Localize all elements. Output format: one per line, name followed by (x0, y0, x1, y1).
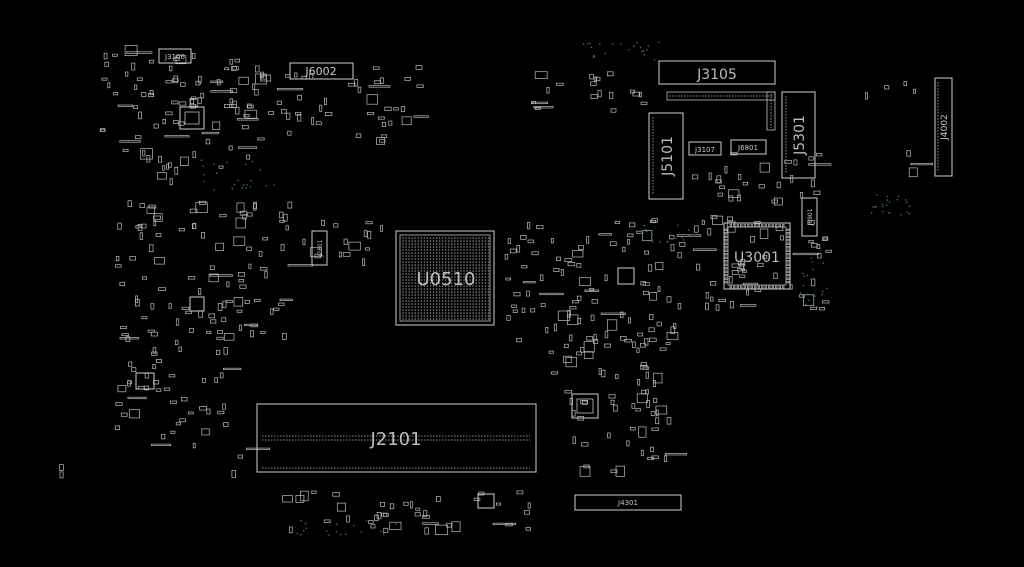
connector-j6801[interactable]: J6801 (730, 139, 767, 155)
label-j5301: J5301 (792, 115, 808, 156)
label-j6801: J6801 (737, 144, 758, 152)
label-j3105: J3105 (696, 67, 737, 83)
label-j4002: J4002 (940, 114, 950, 141)
label-j2801: J2801 (317, 239, 324, 257)
connector-j4301[interactable]: J4301 (574, 494, 682, 511)
bga-ball-grid (402, 237, 490, 320)
chip-pins (724, 224, 790, 289)
label-j4301: J4301 (617, 499, 638, 507)
connector-j6002[interactable]: J6002 (289, 62, 354, 80)
label-j3106: J3106 (164, 53, 185, 61)
small-ic-left-low[interactable] (135, 372, 155, 390)
small-ic-left-mid[interactable] (189, 296, 205, 312)
small-ic-lower-right[interactable] (571, 393, 599, 419)
chip-u3001[interactable]: U3001 (723, 222, 791, 290)
connector-j2101[interactable]: J2101 (256, 403, 537, 473)
small-ic-topleft[interactable] (179, 106, 205, 130)
label-j6002: J6002 (304, 65, 336, 78)
test-point-dots (200, 41, 911, 536)
label-j2101: J2101 (369, 429, 421, 450)
connector-j3105[interactable]: J3105 (658, 60, 776, 131)
connector-j5101[interactable]: J5101 (648, 112, 684, 200)
passive-components (59, 45, 933, 535)
label-u0510: U0510 (417, 269, 476, 290)
small-ic-center-right[interactable] (617, 267, 635, 285)
label-j3107: J3107 (694, 146, 715, 154)
connector-j5301[interactable]: J5301 (781, 91, 816, 179)
connector-j4002[interactable]: J4002 (934, 77, 953, 177)
label-j5101: J5101 (660, 136, 676, 177)
connector-j6901[interactable]: J6901 (801, 197, 818, 237)
label-j6901: J6901 (807, 208, 814, 226)
small-ic-bottom[interactable] (477, 493, 495, 509)
chip-u0510[interactable]: U0510 (395, 230, 495, 326)
connector-j3106[interactable]: J3106 (158, 48, 192, 64)
label-u3001: U3001 (734, 250, 780, 266)
connector-j3107[interactable]: J3107 (688, 141, 722, 156)
